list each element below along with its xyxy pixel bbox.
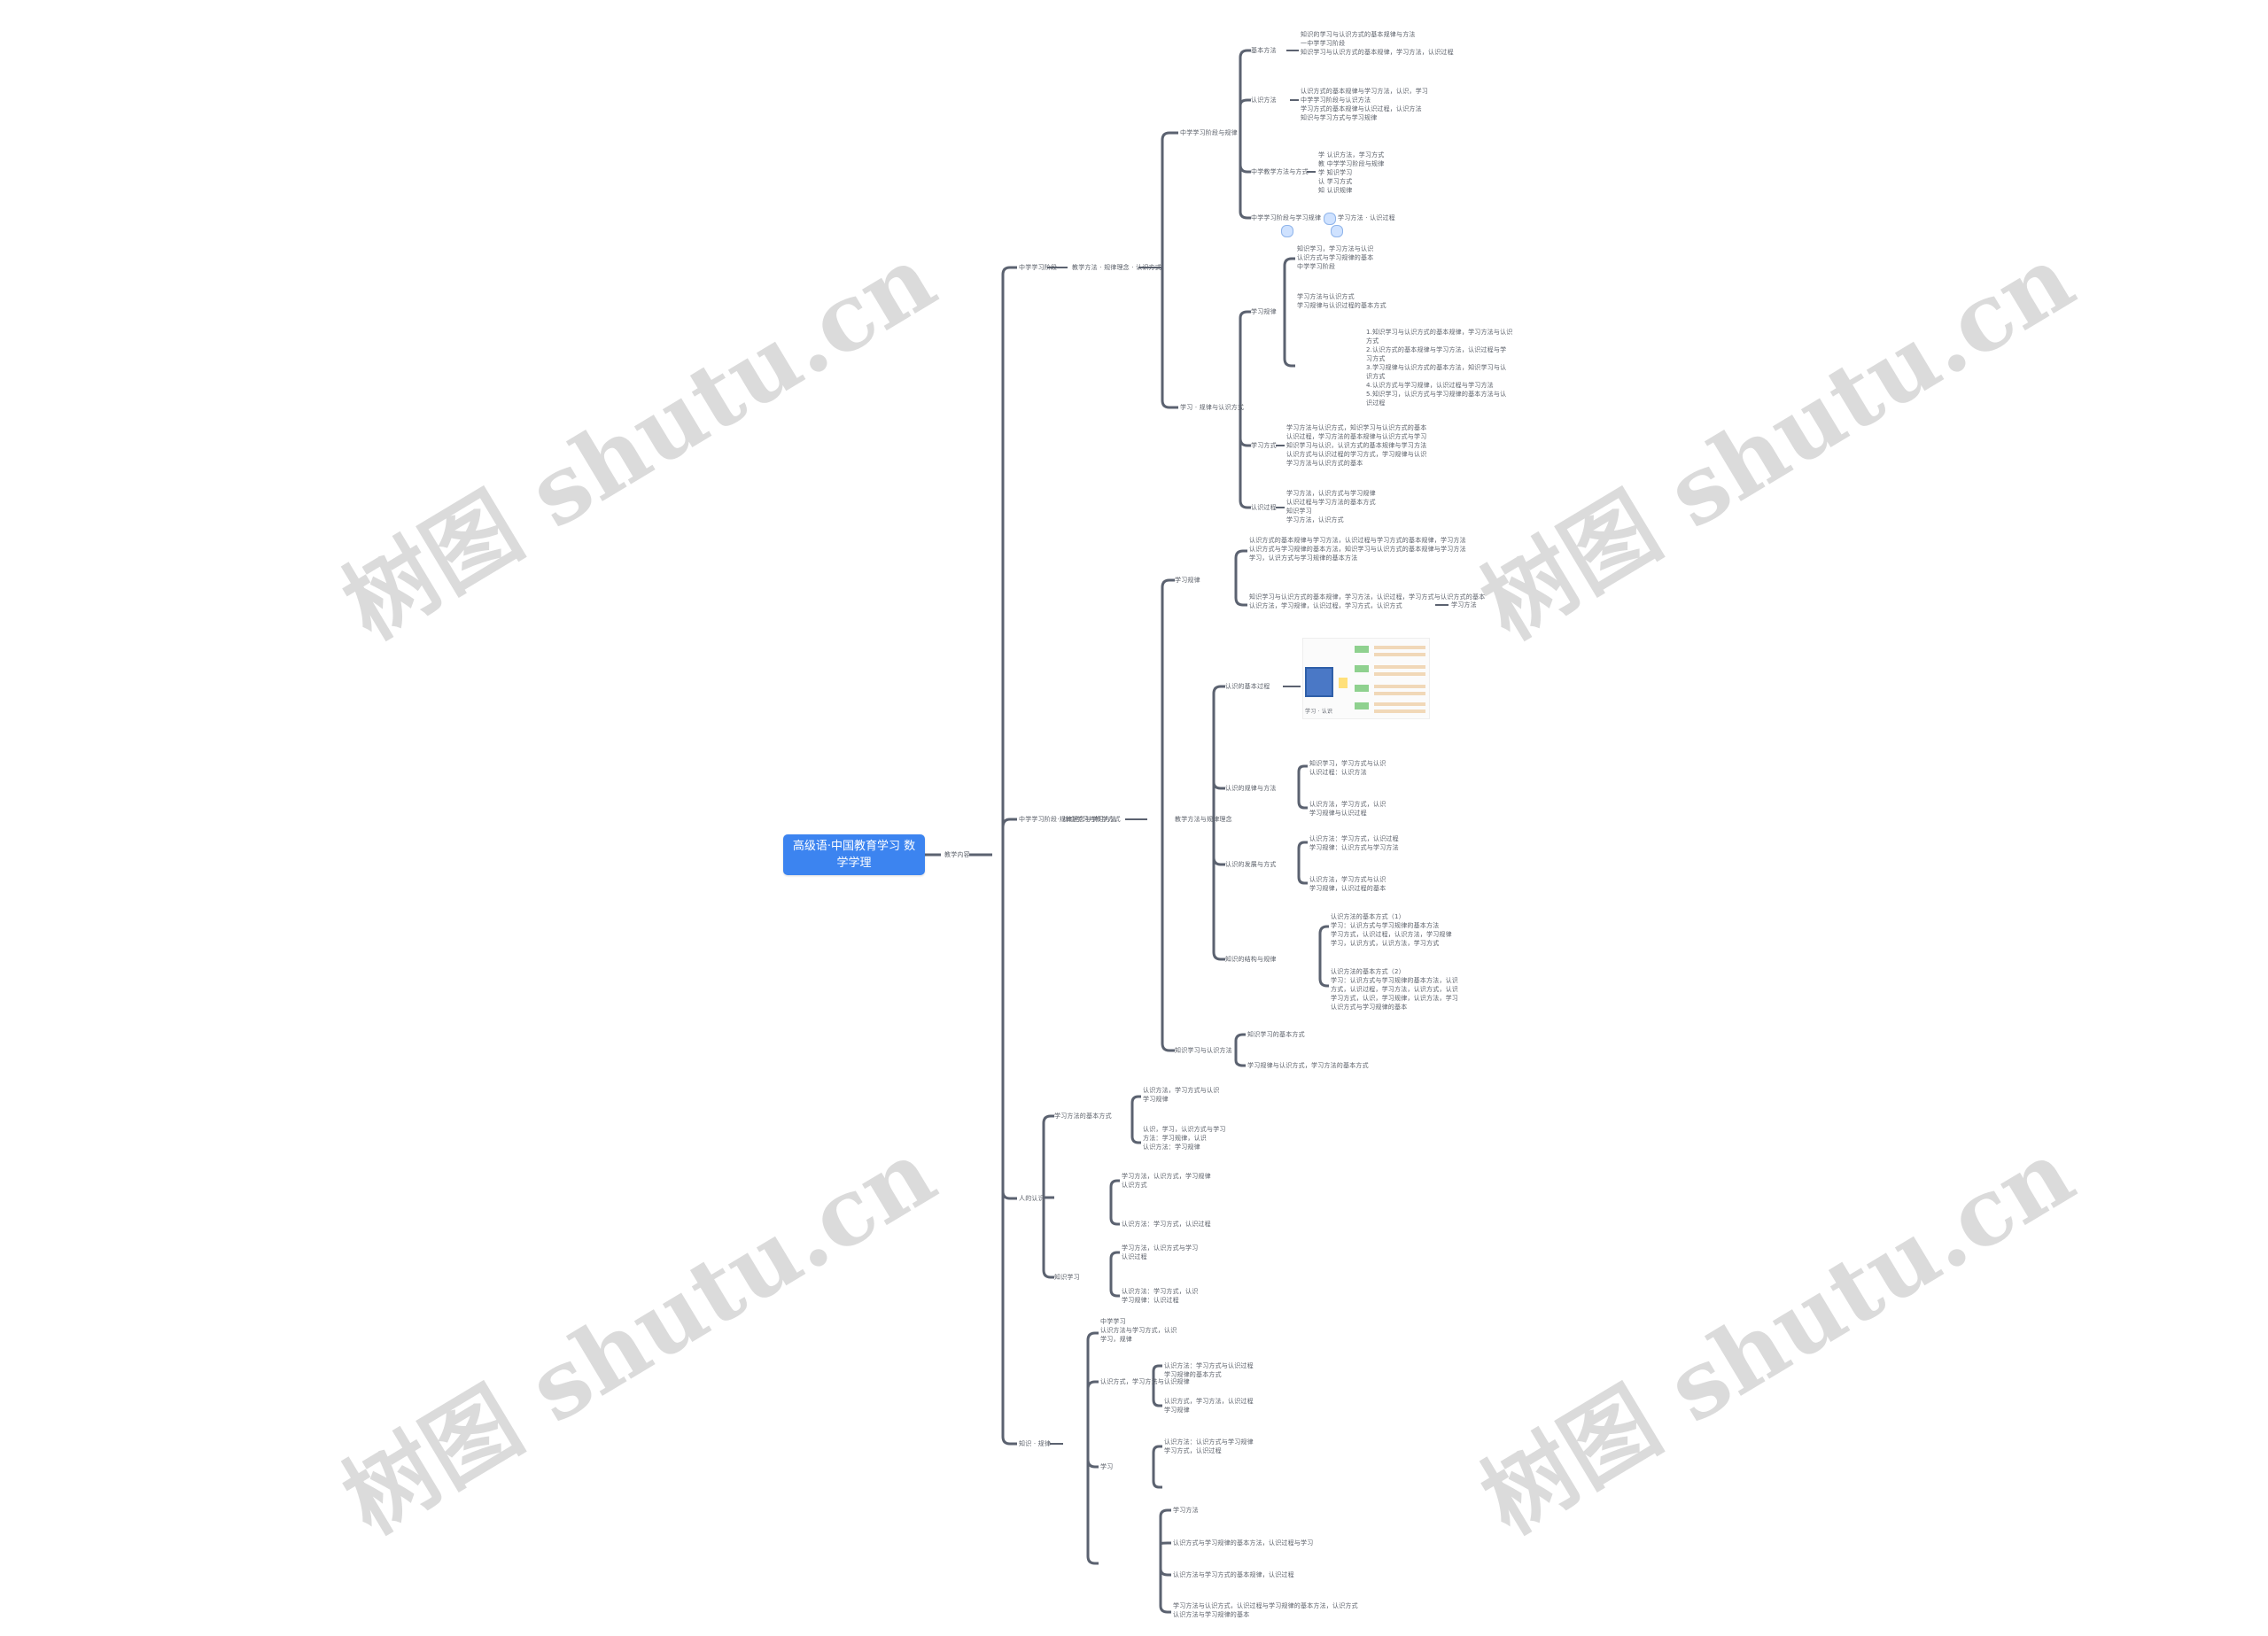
subtopic-node[interactable]: 认识的规律与方法 (1225, 784, 1277, 793)
leaf-node[interactable]: 认识方法 (1251, 96, 1277, 105)
collapse-toggle[interactable] (1324, 213, 1336, 225)
note-text: 认识方式的基本规律与学习方法，认识过程与学习方式的基本规律，学习方法 认识方式与… (1249, 536, 1466, 562)
note-text: 学习方法 · 认识过程 (1338, 213, 1395, 222)
leaf-node[interactable]: 学习方式 (1251, 441, 1277, 450)
note-text: 认识方法：学习方式，认识过程 学习规律：认识方式与学习方法 (1309, 834, 1399, 852)
collapse-toggle[interactable] (1331, 225, 1343, 237)
note-text: 认识方法与学习方式的基本规律，认识过程 (1173, 1570, 1294, 1579)
note-text: 学习方法，认识方式与学习 认识过程 (1122, 1244, 1198, 1261)
note-text: 认识方式的基本规律与学习方法，认识，学习 中学学习阶段与认识方法 学习方式的基本… (1301, 87, 1428, 122)
note-text: 认识方法的基本方式（2） 学习：认识方式与学习规律的基本方法，认识 方式，认识过… (1331, 967, 1458, 1012)
subtopic-node[interactable]: 教学方法与规律理念 (1175, 815, 1232, 824)
note-text: 知识学习与认识方式的基本规律，学习方法，认识过程，学习方式与认识方式的基本 认识… (1249, 593, 1485, 610)
note-text: 学习方法 (1451, 601, 1477, 609)
note-text: 认识方法：学习方式与认识过程 学习规律的基本方式 (1164, 1361, 1254, 1379)
leaf-node[interactable]: 知识学习 (1054, 1273, 1080, 1282)
note-text: 认识方法，学习方式，认识 学习规律与认识过程 (1309, 800, 1386, 818)
subtopic-node[interactable]: 认识的基本过程 (1225, 682, 1270, 691)
note-text: 认识方法，学习方式与认识 学习规律，认识过程的基本 (1309, 875, 1386, 893)
branch-node[interactable]: 人的认识 (1019, 1194, 1045, 1203)
branch-node[interactable]: 中学学习阶段 (1019, 263, 1057, 272)
note-text: 学习方法，认识方式与学习规律 认识过程与学习方法的基本方式 知识学习 学习方法，… (1286, 489, 1376, 524)
root-node[interactable]: 高级语·中国教育学习 数学学理 (783, 834, 925, 875)
leaf-node[interactable]: 基本方法 (1251, 46, 1277, 55)
note-text: 知识的学习与认识方式的基本规律与方法 一中学学习阶段 知识学习与认识方式的基本规… (1301, 30, 1454, 57)
note-text: 学习方法与认识方式，认识过程与学习规律的基本方法，认识方式 认识方法与学习规律的… (1173, 1601, 1358, 1619)
leaf-node[interactable]: 学习规律 (1251, 307, 1277, 316)
subtopic-node[interactable]: 教学方法 · 规律理念 · 认识方式 (1072, 263, 1161, 272)
note-text: 认识方法：认识方式与学习规律 学习方式，认识过程 (1164, 1438, 1254, 1455)
note-text: 学习方法与认识方式，知识学习与认识方式的基本 认识过程，学习方法的基本规律与认识… (1286, 423, 1426, 468)
note-text: 认识，学习，认识方式与学习 方法：学习规律，认识 认识方法：学习规律 (1143, 1125, 1226, 1151)
subtopic-node[interactable]: 学习 · 规律与认识方式 (1180, 403, 1244, 412)
collapse-toggle[interactable] (1281, 225, 1293, 237)
note-text: 知识学习的基本方式 (1247, 1030, 1305, 1039)
note-text: 学 认识方法，学习方式 教 中学学习阶段与规律 学 知识学习 认 学习方式 知 … (1318, 151, 1384, 195)
subtopic-node[interactable]: 中学学习阶段与规律 (1180, 128, 1238, 137)
tag-icon (1339, 678, 1348, 688)
subtopic-node[interactable]: 知识学习与认识方法 (1175, 1046, 1232, 1055)
note-text: 学习规律与认识方式，学习方法的基本方式 (1247, 1061, 1369, 1070)
subtopic-node[interactable]: 学习方法的基本方式 (1054, 1112, 1112, 1120)
root-label: 高级语·中国教育学习 数学学理 (792, 838, 916, 872)
note-text: 学习方法 (1173, 1506, 1199, 1515)
branch-node[interactable]: 知识 · 规律 (1019, 1439, 1051, 1448)
note-text: 认识方法：学习方式，认识 学习规律：认识过程 (1122, 1287, 1198, 1305)
note-text: 知识学习，学习方式与认识 认识过程：认识方法 (1309, 759, 1386, 777)
note-text: 学习方法与认识方式 学习规律与认识过程的基本方式 (1297, 292, 1386, 310)
note-text: 认识方法：学习方式，认识过程 (1122, 1220, 1211, 1229)
note-text: 认识方法的基本方式（1） 学习：认识方式与学习规律的基本方法 学习方式，认识过程… (1331, 912, 1452, 948)
subtopic-node[interactable]: 综合学习与教学方式 (1063, 815, 1121, 824)
note-text: 中学学习 认识方法与学习方式，认识 学习，规律 (1100, 1317, 1177, 1344)
topic-node[interactable]: 教学内容 (944, 850, 970, 859)
note-text: 学习 (1100, 1462, 1113, 1471)
note-text: 1.知识学习与认识方式的基本规律，学习方法与认识 方式 2.认识方式的基本规律与… (1366, 328, 1512, 407)
document-icon (1305, 667, 1333, 697)
subtopic-node[interactable]: 认识的发展与方式 (1225, 860, 1277, 869)
thumbnail-caption: 学习 · 认识 (1305, 708, 1332, 717)
leaf-node[interactable]: 中学教学方法与方式 (1251, 167, 1309, 176)
note-text: 认识方式与学习规律的基本方法，认识过程与学习 (1173, 1539, 1313, 1547)
subtopic-node[interactable]: 学习规律 (1175, 576, 1200, 585)
leaf-node[interactable]: 认识过程 (1251, 503, 1277, 512)
subtopic-node[interactable]: 知识的结构与规律 (1225, 955, 1277, 964)
note-text: 认识方法，学习方式与认识 学习规律 (1143, 1086, 1219, 1104)
note-text: 认识方式，学习方法，认识过程 学习规律 (1164, 1397, 1254, 1415)
embedded-image-thumbnail[interactable]: 学习 · 认识 (1302, 638, 1430, 719)
leaf-node[interactable]: 中学学习阶段与学习规律 (1251, 213, 1321, 222)
note-text: 学习方法，认识方式，学习规律 认识方式 (1122, 1172, 1211, 1190)
note-text: 知识学习，学习方法与认识 认识方式与学习规律的基本 中学学习阶段 (1297, 244, 1373, 271)
